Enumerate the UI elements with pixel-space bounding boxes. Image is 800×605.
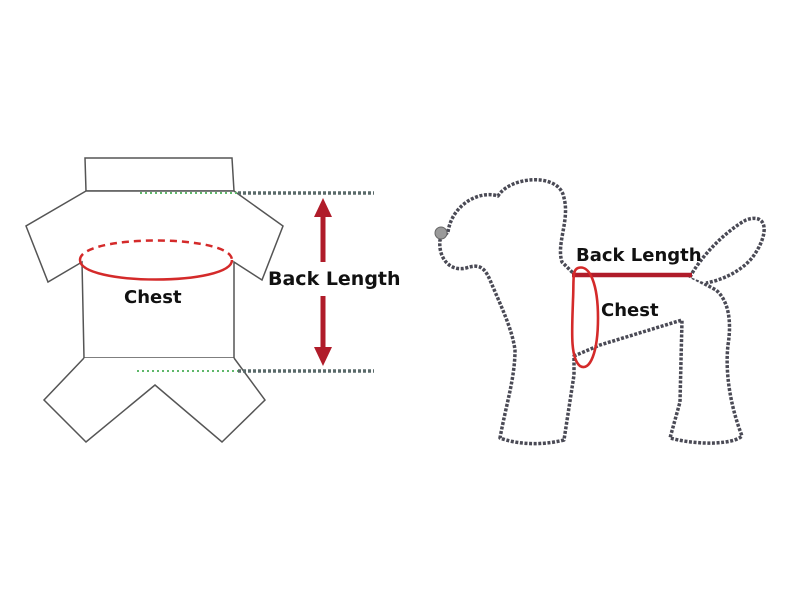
garment-chest-label: Chest <box>124 287 182 308</box>
garment-outline <box>25 157 284 444</box>
dog-chest-label: Chest <box>601 300 659 321</box>
garment-collar <box>84 157 235 192</box>
dog-tail <box>688 216 766 285</box>
dog-outline <box>434 178 766 446</box>
garment-body <box>25 190 284 359</box>
garment-back-length-arrow <box>314 198 332 366</box>
dog-back-length-label: Back Length <box>576 245 702 266</box>
garment-legs <box>42 357 266 444</box>
arrow-down-icon <box>314 347 332 366</box>
dog-nose-icon <box>434 226 448 240</box>
arrow-up-icon <box>314 198 332 217</box>
garment-back-length-label: Back Length <box>268 268 401 290</box>
dog-chest-loop <box>570 266 600 369</box>
garment-chest-measure <box>78 239 234 281</box>
garment-chest-front <box>78 259 234 281</box>
dog-body <box>438 178 744 446</box>
